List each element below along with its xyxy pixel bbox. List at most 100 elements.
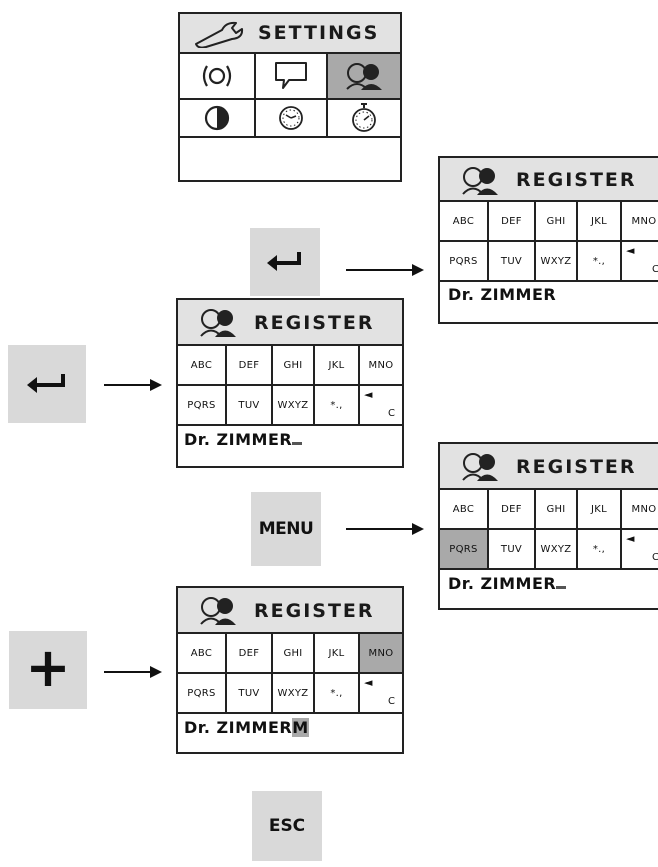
key-wxyz[interactable]: WXYZ (277, 399, 309, 411)
register-screen-right-top: REGISTER ABC DEF GHI JKL MNO PQRS TUV WX… (438, 156, 658, 324)
key-ghi[interactable]: GHI (546, 503, 566, 515)
contrast-icon (204, 105, 230, 131)
key-mno-selected[interactable]: MNO (360, 634, 402, 672)
key-tuv[interactable]: TUV (238, 399, 260, 411)
message-settings-tile[interactable] (256, 54, 326, 98)
flow-arrow (104, 379, 162, 391)
name-field: Dr. ZIMMER (448, 574, 567, 593)
entered-letter: M (292, 718, 309, 737)
key-pqrs[interactable]: PQRS (449, 255, 478, 267)
key-def[interactable]: DEF (238, 647, 260, 659)
clear-label: C (652, 264, 658, 275)
grid-divider (534, 202, 536, 280)
register-title: REGISTER (516, 169, 637, 191)
register-title: REGISTER (254, 312, 375, 334)
clock-settings-tile[interactable] (256, 100, 326, 136)
key-tuv[interactable]: TUV (500, 255, 523, 267)
key-delete-clear[interactable]: ◄ C (360, 386, 402, 424)
key-symbols[interactable]: *., (592, 543, 606, 555)
key-wxyz[interactable]: WXYZ (540, 543, 572, 555)
esc-key[interactable]: ESC (252, 791, 322, 861)
register-screen-left-bottom: REGISTER ABC DEF GHI JKL MNO PQRS TUV WX… (176, 586, 404, 754)
name-value: ZIMMER (216, 430, 293, 449)
clear-label: C (652, 552, 658, 563)
name-value: ZIMMER (480, 285, 557, 304)
key-jkl[interactable]: JKL (591, 503, 607, 515)
grid-divider (313, 634, 315, 712)
key-abc[interactable]: ABC (190, 359, 213, 371)
enter-key[interactable] (250, 228, 320, 296)
grid-divider (178, 712, 402, 714)
users-icon (200, 597, 236, 625)
esc-key-label: ESC (268, 816, 306, 836)
key-pqrs-selected[interactable]: PQRS (440, 530, 487, 568)
plus-key[interactable]: + (9, 631, 87, 709)
grid-divider (440, 240, 658, 242)
register-header: REGISTER (178, 588, 402, 634)
grid-divider (487, 490, 489, 568)
register-screen-left-middle: REGISTER ABC DEF GHI JKL MNO PQRS TUV WX… (176, 298, 404, 468)
timer-settings-tile[interactable] (328, 100, 400, 136)
flow-arrow (346, 264, 424, 276)
enter-icon (267, 252, 301, 271)
grid-divider (358, 634, 360, 712)
grid-divider (440, 528, 658, 530)
key-abc[interactable]: ABC (190, 647, 213, 659)
key-mno[interactable]: MNO (631, 503, 657, 515)
contrast-settings-tile[interactable] (180, 100, 254, 136)
key-abc[interactable]: ABC (452, 503, 475, 515)
register-title: REGISTER (254, 600, 375, 622)
key-ghi[interactable]: GHI (283, 359, 303, 371)
key-delete-clear[interactable]: ◄ C (622, 530, 658, 568)
key-symbols[interactable]: *., (330, 687, 343, 699)
name-prefix: Dr. (184, 718, 211, 737)
grid-divider (180, 136, 400, 138)
grid-divider (225, 634, 227, 712)
key-mno[interactable]: MNO (631, 215, 657, 227)
key-jkl[interactable]: JKL (328, 359, 345, 371)
grid-divider (178, 672, 402, 674)
enter-key[interactable] (8, 345, 86, 423)
key-delete-clear[interactable]: ◄ C (622, 242, 658, 280)
grid-divider (358, 346, 360, 424)
key-symbols[interactable]: *., (330, 399, 343, 411)
key-ghi[interactable]: GHI (546, 215, 566, 227)
key-mno[interactable]: MNO (368, 359, 394, 371)
key-wxyz[interactable]: WXYZ (277, 687, 309, 699)
delete-icon: ◄ (364, 676, 373, 689)
key-jkl[interactable]: JKL (591, 215, 607, 227)
wrench-icon (195, 21, 244, 48)
key-abc[interactable]: ABC (452, 215, 475, 227)
menu-key[interactable]: MENU (251, 492, 321, 566)
grid-divider (576, 490, 578, 568)
name-field: Dr. ZIMMERM (184, 718, 309, 737)
users-settings-tile[interactable] (328, 54, 400, 98)
key-def[interactable]: DEF (238, 359, 260, 371)
key-ghi[interactable]: GHI (283, 647, 303, 659)
key-tuv[interactable]: TUV (238, 687, 260, 699)
name-field: Dr. ZIMMER (184, 430, 303, 449)
key-tuv[interactable]: TUV (500, 543, 523, 555)
key-pqrs[interactable]: PQRS (187, 399, 216, 411)
grid-divider (254, 54, 256, 136)
register-header: REGISTER (178, 300, 402, 346)
key-symbols[interactable]: *., (592, 255, 606, 267)
settings-header: SETTINGS (180, 14, 400, 54)
key-pqrs[interactable]: PQRS (187, 687, 216, 699)
users-icon (346, 63, 382, 90)
name-prefix: Dr. (448, 574, 475, 593)
sound-settings-tile[interactable] (180, 54, 254, 98)
key-def[interactable]: DEF (501, 215, 522, 227)
key-jkl[interactable]: JKL (328, 647, 345, 659)
key-def[interactable]: DEF (501, 503, 522, 515)
grid-divider (440, 568, 658, 570)
users-icon (462, 167, 498, 195)
grid-divider (271, 346, 273, 424)
delete-icon: ◄ (364, 388, 373, 401)
key-delete-clear[interactable]: ◄ C (360, 674, 402, 712)
users-icon (200, 309, 236, 337)
key-wxyz[interactable]: WXYZ (540, 255, 572, 267)
clear-label: C (388, 696, 396, 707)
grid-divider (487, 202, 489, 280)
name-field: Dr. ZIMMER (448, 285, 556, 304)
